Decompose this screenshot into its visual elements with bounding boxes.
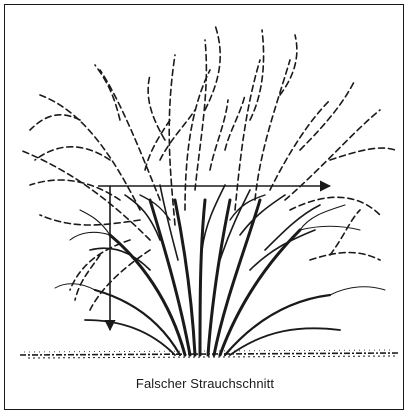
- remaining-branches-solid: [55, 185, 385, 355]
- figure-caption: Falscher Strauchschnitt: [0, 376, 410, 391]
- removed-branches-dashed: [20, 25, 395, 310]
- ground-line: [20, 350, 400, 358]
